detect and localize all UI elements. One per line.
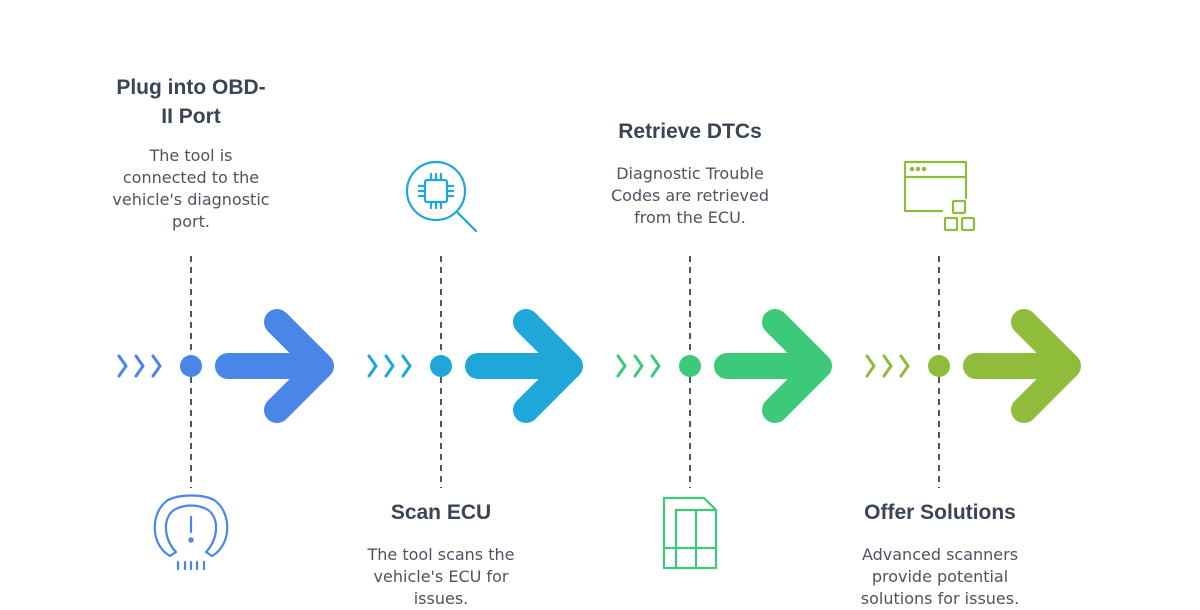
step-3-description: Diagnostic Trouble Codes are retrieved f… — [590, 163, 790, 229]
step-2-title: Scan ECU — [326, 498, 556, 527]
step-2-connector — [367, 256, 583, 488]
step-2-description: The tool scans the vehicle's ECU for iss… — [341, 544, 541, 610]
step-4-dot — [928, 355, 950, 377]
step-4-connector — [865, 256, 1081, 488]
step-3-connector — [616, 256, 832, 488]
step-1-desc-line-3: vehicle's diagnostic — [112, 190, 270, 209]
step-4-chevrons-icon — [865, 354, 910, 378]
step-3-desc-line-1: Diagnostic Trouble — [616, 164, 764, 183]
step-1-dot — [180, 355, 202, 377]
document-grid-icon — [662, 496, 718, 570]
step-4-description: Advanced scanners provide potential solu… — [840, 544, 1040, 610]
step-2-arrow-icon — [465, 309, 583, 423]
tire-pressure-icon — [153, 494, 229, 571]
step-2-chevrons-icon — [367, 354, 412, 378]
step-2-desc-line-2: vehicle's ECU for — [373, 567, 509, 586]
step-4-title-line: Offer Solutions — [864, 501, 1016, 524]
step-2-desc-line-1: The tool scans the — [367, 545, 515, 564]
step-2-desc-line-3: issues. — [413, 589, 469, 608]
step-1-connector — [117, 256, 334, 488]
step-3-desc-line-3: from the ECU. — [634, 208, 746, 227]
step-3-arrow-icon — [714, 309, 832, 423]
step-1-description: The tool is connected to the vehicle's d… — [91, 145, 291, 233]
step-1-desc-line-2: connected to the — [122, 168, 260, 187]
step-2-title-line: Scan ECU — [390, 501, 492, 524]
step-1-desc-line-1: The tool is — [149, 146, 233, 165]
step-2-dot — [430, 355, 452, 377]
step-3-dot — [679, 355, 701, 377]
step-1-title-line-1: Plug into OBD- — [116, 76, 266, 99]
step-3-title: Retrieve DTCs — [575, 117, 805, 146]
window-blocks-icon — [903, 160, 976, 232]
step-3-desc-line-2: Codes are retrieved — [610, 186, 770, 205]
step-1-title: Plug into OBD- II Port — [76, 73, 306, 131]
step-4-title: Offer Solutions — [825, 498, 1055, 527]
step-1-desc-line-4: port. — [172, 212, 210, 231]
step-1-title-line-2: II Port — [161, 105, 221, 128]
chip-magnifier-icon — [405, 160, 478, 233]
step-3-chevrons-icon — [616, 354, 661, 378]
step-1-arrow-icon — [215, 309, 334, 423]
step-4-desc-line-1: Advanced scanners — [861, 545, 1019, 564]
step-4-desc-line-2: provide potential — [871, 567, 1009, 586]
step-4-arrow-icon — [963, 309, 1081, 423]
step-1-chevrons-icon — [117, 354, 162, 378]
step-3-title-line: Retrieve DTCs — [618, 120, 762, 143]
step-4-desc-line-3: solutions for issues. — [860, 589, 1020, 608]
